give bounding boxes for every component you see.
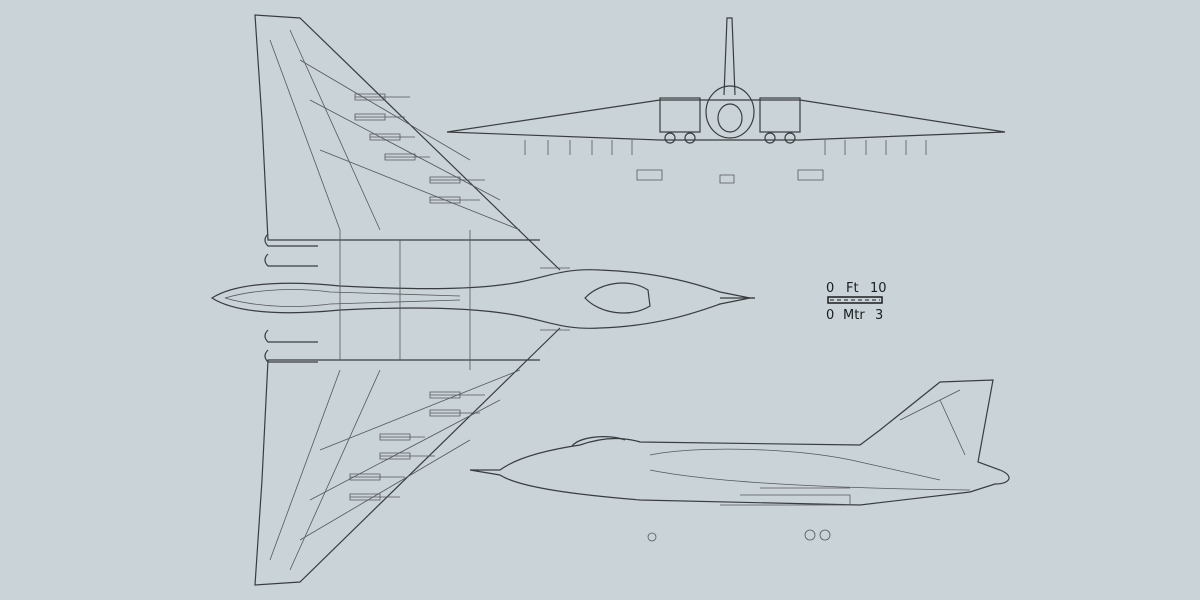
lower-wing [254, 327, 561, 586]
scale-feet-unit: Ft [846, 281, 859, 296]
scale-feet-start: 0 [826, 281, 835, 296]
scale-metres-end: 3 [875, 308, 884, 323]
engine-nozzles [264, 233, 318, 363]
nose [705, 85, 755, 139]
missile-pylons-lower [349, 391, 485, 501]
missile-pylons-upper [354, 93, 485, 204]
scale-bar [827, 296, 883, 304]
front-view [446, 17, 1006, 184]
canopy [584, 282, 651, 314]
side-view [469, 379, 1010, 542]
wing-span [446, 99, 1006, 141]
wing-panel-lines [269, 29, 570, 571]
fuselage [210, 269, 751, 329]
upper-wing [254, 14, 561, 271]
fin [723, 17, 736, 96]
scale-metres-unit: Mtr [843, 308, 865, 323]
side-stores [720, 487, 851, 506]
side-fuselage [469, 379, 1010, 506]
right-intake [759, 97, 801, 133]
scale-feet-end: 10 [870, 281, 887, 296]
scale-metres-start: 0 [826, 308, 835, 323]
plan-view [210, 14, 755, 586]
front-stores [524, 140, 927, 184]
side-canopy [571, 436, 626, 447]
left-intake [659, 97, 701, 133]
